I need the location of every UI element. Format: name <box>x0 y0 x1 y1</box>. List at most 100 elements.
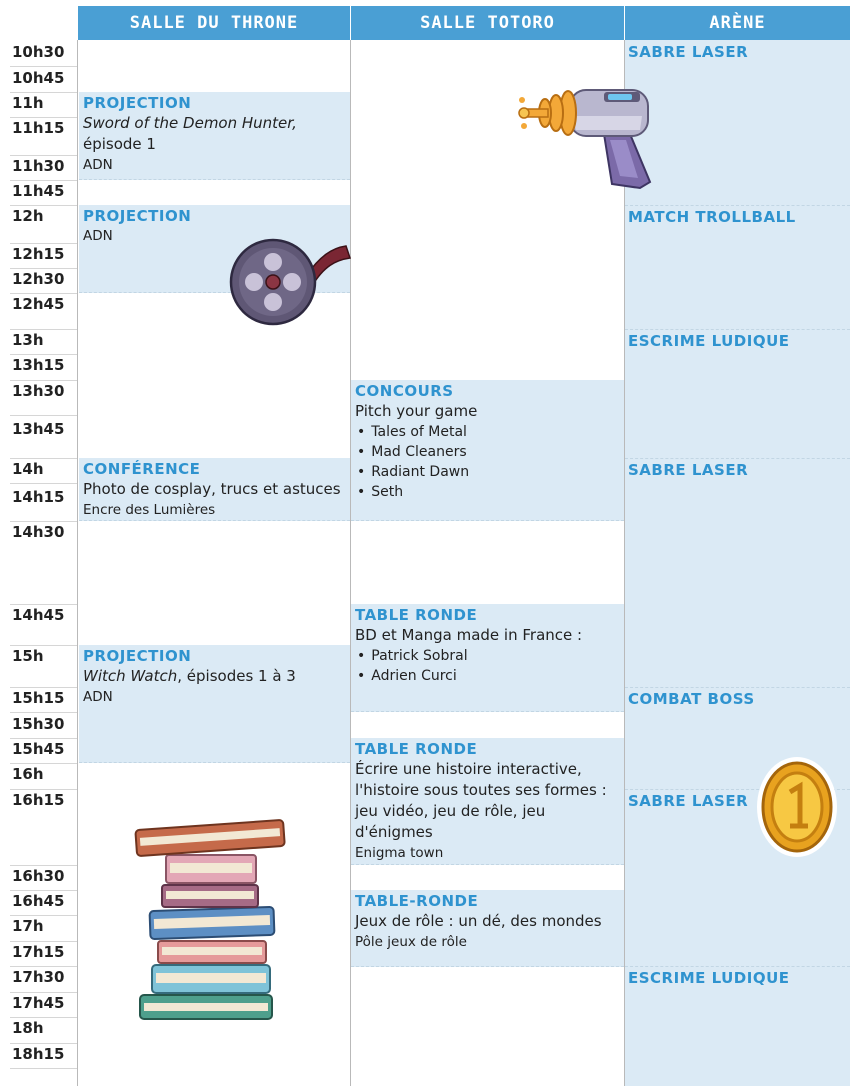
time-label: 17h <box>12 917 44 935</box>
event-organizer: ADN <box>83 689 113 705</box>
time-label: 12h <box>12 207 44 225</box>
time-divider <box>10 354 77 355</box>
event-organizer: Enigma town <box>355 845 444 861</box>
list-item: Adrien Curci <box>355 666 620 686</box>
arena-event-sabre-laser-2: SABRE LASER <box>625 458 850 481</box>
time-divider <box>10 92 77 93</box>
event-type: CONCOURS <box>355 382 454 400</box>
time-label: 15h15 <box>12 689 65 707</box>
time-divider <box>10 992 77 993</box>
time-label: 18h15 <box>12 1045 65 1063</box>
event-organizer: ADN <box>83 228 113 244</box>
column-header-arena: ARÈNE <box>625 6 850 40</box>
event-type: SABRE LASER <box>628 43 749 61</box>
event-title: Pitch your game <box>355 402 478 420</box>
time-divider <box>10 966 77 967</box>
event-title: Photo de cosplay, trucs et astuces <box>83 480 341 498</box>
raygun-icon <box>518 89 652 190</box>
event-throne-projection-3: PROJECTION Witch Watch, épisodes 1 à 3 A… <box>79 645 350 763</box>
time-divider <box>10 117 77 118</box>
time-label: 13h45 <box>12 420 65 438</box>
event-type: ESCRIME LUDIQUE <box>628 969 790 987</box>
time-label: 12h45 <box>12 295 65 313</box>
time-divider <box>10 180 77 181</box>
event-totoro-concours: CONCOURS Pitch your game Tales of Metal … <box>351 380 624 521</box>
time-label: 16h15 <box>12 791 65 809</box>
list-item: Mad Cleaners <box>355 442 620 462</box>
arena-event-combat-boss: COMBAT BOSS <box>625 687 850 710</box>
time-divider <box>10 155 77 156</box>
column-header-throne: SALLE DU THRONE <box>78 6 350 40</box>
event-throne-projection-2: PROJECTION ADN <box>79 205 350 293</box>
event-type: TABLE RONDE <box>355 740 478 758</box>
time-label: 15h30 <box>12 715 65 733</box>
column-divider <box>77 40 78 1086</box>
time-divider <box>10 687 77 688</box>
time-label: 13h30 <box>12 382 65 400</box>
list-item: Radiant Dawn <box>355 462 620 482</box>
event-type: PROJECTION <box>83 647 192 665</box>
gold-coin-icon <box>757 757 837 857</box>
time-label: 13h15 <box>12 356 65 374</box>
event-type: TABLE-RONDE <box>355 892 479 910</box>
time-label: 17h15 <box>12 943 65 961</box>
column-header-totoro: SALLE TOTORO <box>351 6 624 40</box>
time-divider <box>10 738 77 739</box>
time-divider <box>10 1017 77 1018</box>
time-divider <box>10 645 77 646</box>
time-divider <box>10 789 77 790</box>
time-label: 11h <box>12 94 44 112</box>
time-divider <box>10 1068 77 1069</box>
time-divider <box>10 66 77 67</box>
time-label: 16h30 <box>12 867 65 885</box>
event-organizer: ADN <box>83 157 113 173</box>
time-divider <box>10 763 77 764</box>
time-divider <box>10 890 77 891</box>
column-divider <box>350 40 351 1086</box>
time-label: 13h <box>12 331 44 349</box>
event-throne-projection-1: PROJECTION Sword of the Demon Hunter,épi… <box>79 92 350 180</box>
event-title: Jeux de rôle : un dé, des mondes <box>355 912 602 930</box>
time-label: 18h <box>12 1019 44 1037</box>
time-divider <box>10 915 77 916</box>
list-item: Seth <box>355 482 620 502</box>
event-title-line: jeu vidéo, jeu de rôle, jeu <box>355 802 546 820</box>
time-divider <box>10 415 77 416</box>
list-item: Tales of Metal <box>355 422 620 442</box>
event-organizer: Pôle jeux de rôle <box>355 934 467 950</box>
time-label: 16h45 <box>12 892 65 910</box>
event-type: PROJECTION <box>83 207 192 225</box>
time-divider <box>10 941 77 942</box>
time-divider <box>10 205 77 206</box>
time-label: 11h45 <box>12 182 65 200</box>
arena-event-escrime-1: ESCRIME LUDIQUE <box>625 329 850 352</box>
time-divider <box>10 521 77 522</box>
event-title-line: l'histoire sous toutes ses formes : <box>355 781 607 799</box>
event-type: ESCRIME LUDIQUE <box>628 332 790 350</box>
time-label: 15h45 <box>12 740 65 758</box>
arena-event-escrime-2: ESCRIME LUDIQUE <box>625 966 850 989</box>
event-organizer: Encre des Lumières <box>83 502 216 518</box>
time-divider <box>10 380 77 381</box>
event-type: COMBAT BOSS <box>628 690 755 708</box>
time-divider <box>10 604 77 605</box>
time-label: 12h30 <box>12 270 65 288</box>
event-title-line: Écrire une histoire interactive, <box>355 760 582 778</box>
time-divider <box>10 268 77 269</box>
time-label: 12h15 <box>12 245 65 263</box>
time-divider <box>10 1043 77 1044</box>
book-stack-icon <box>134 819 286 1020</box>
event-type: SABRE LASER <box>628 461 749 479</box>
time-label: 10h30 <box>12 43 65 61</box>
film-reel-icon <box>229 238 351 326</box>
time-divider <box>10 329 77 330</box>
time-divider <box>10 243 77 244</box>
time-label: 11h30 <box>12 157 65 175</box>
event-type: PROJECTION <box>83 94 192 112</box>
event-title: Sword of the Demon Hunter,épisode 1 <box>83 114 297 153</box>
list-item: Patrick Sobral <box>355 646 620 666</box>
arena-event-sabre-laser-3: SABRE LASER <box>625 789 850 812</box>
event-totoro-table-ronde-2: TABLE RONDE Écrire une histoire interact… <box>351 738 624 865</box>
event-title: Witch Watch, épisodes 1 à 3 <box>83 667 296 685</box>
